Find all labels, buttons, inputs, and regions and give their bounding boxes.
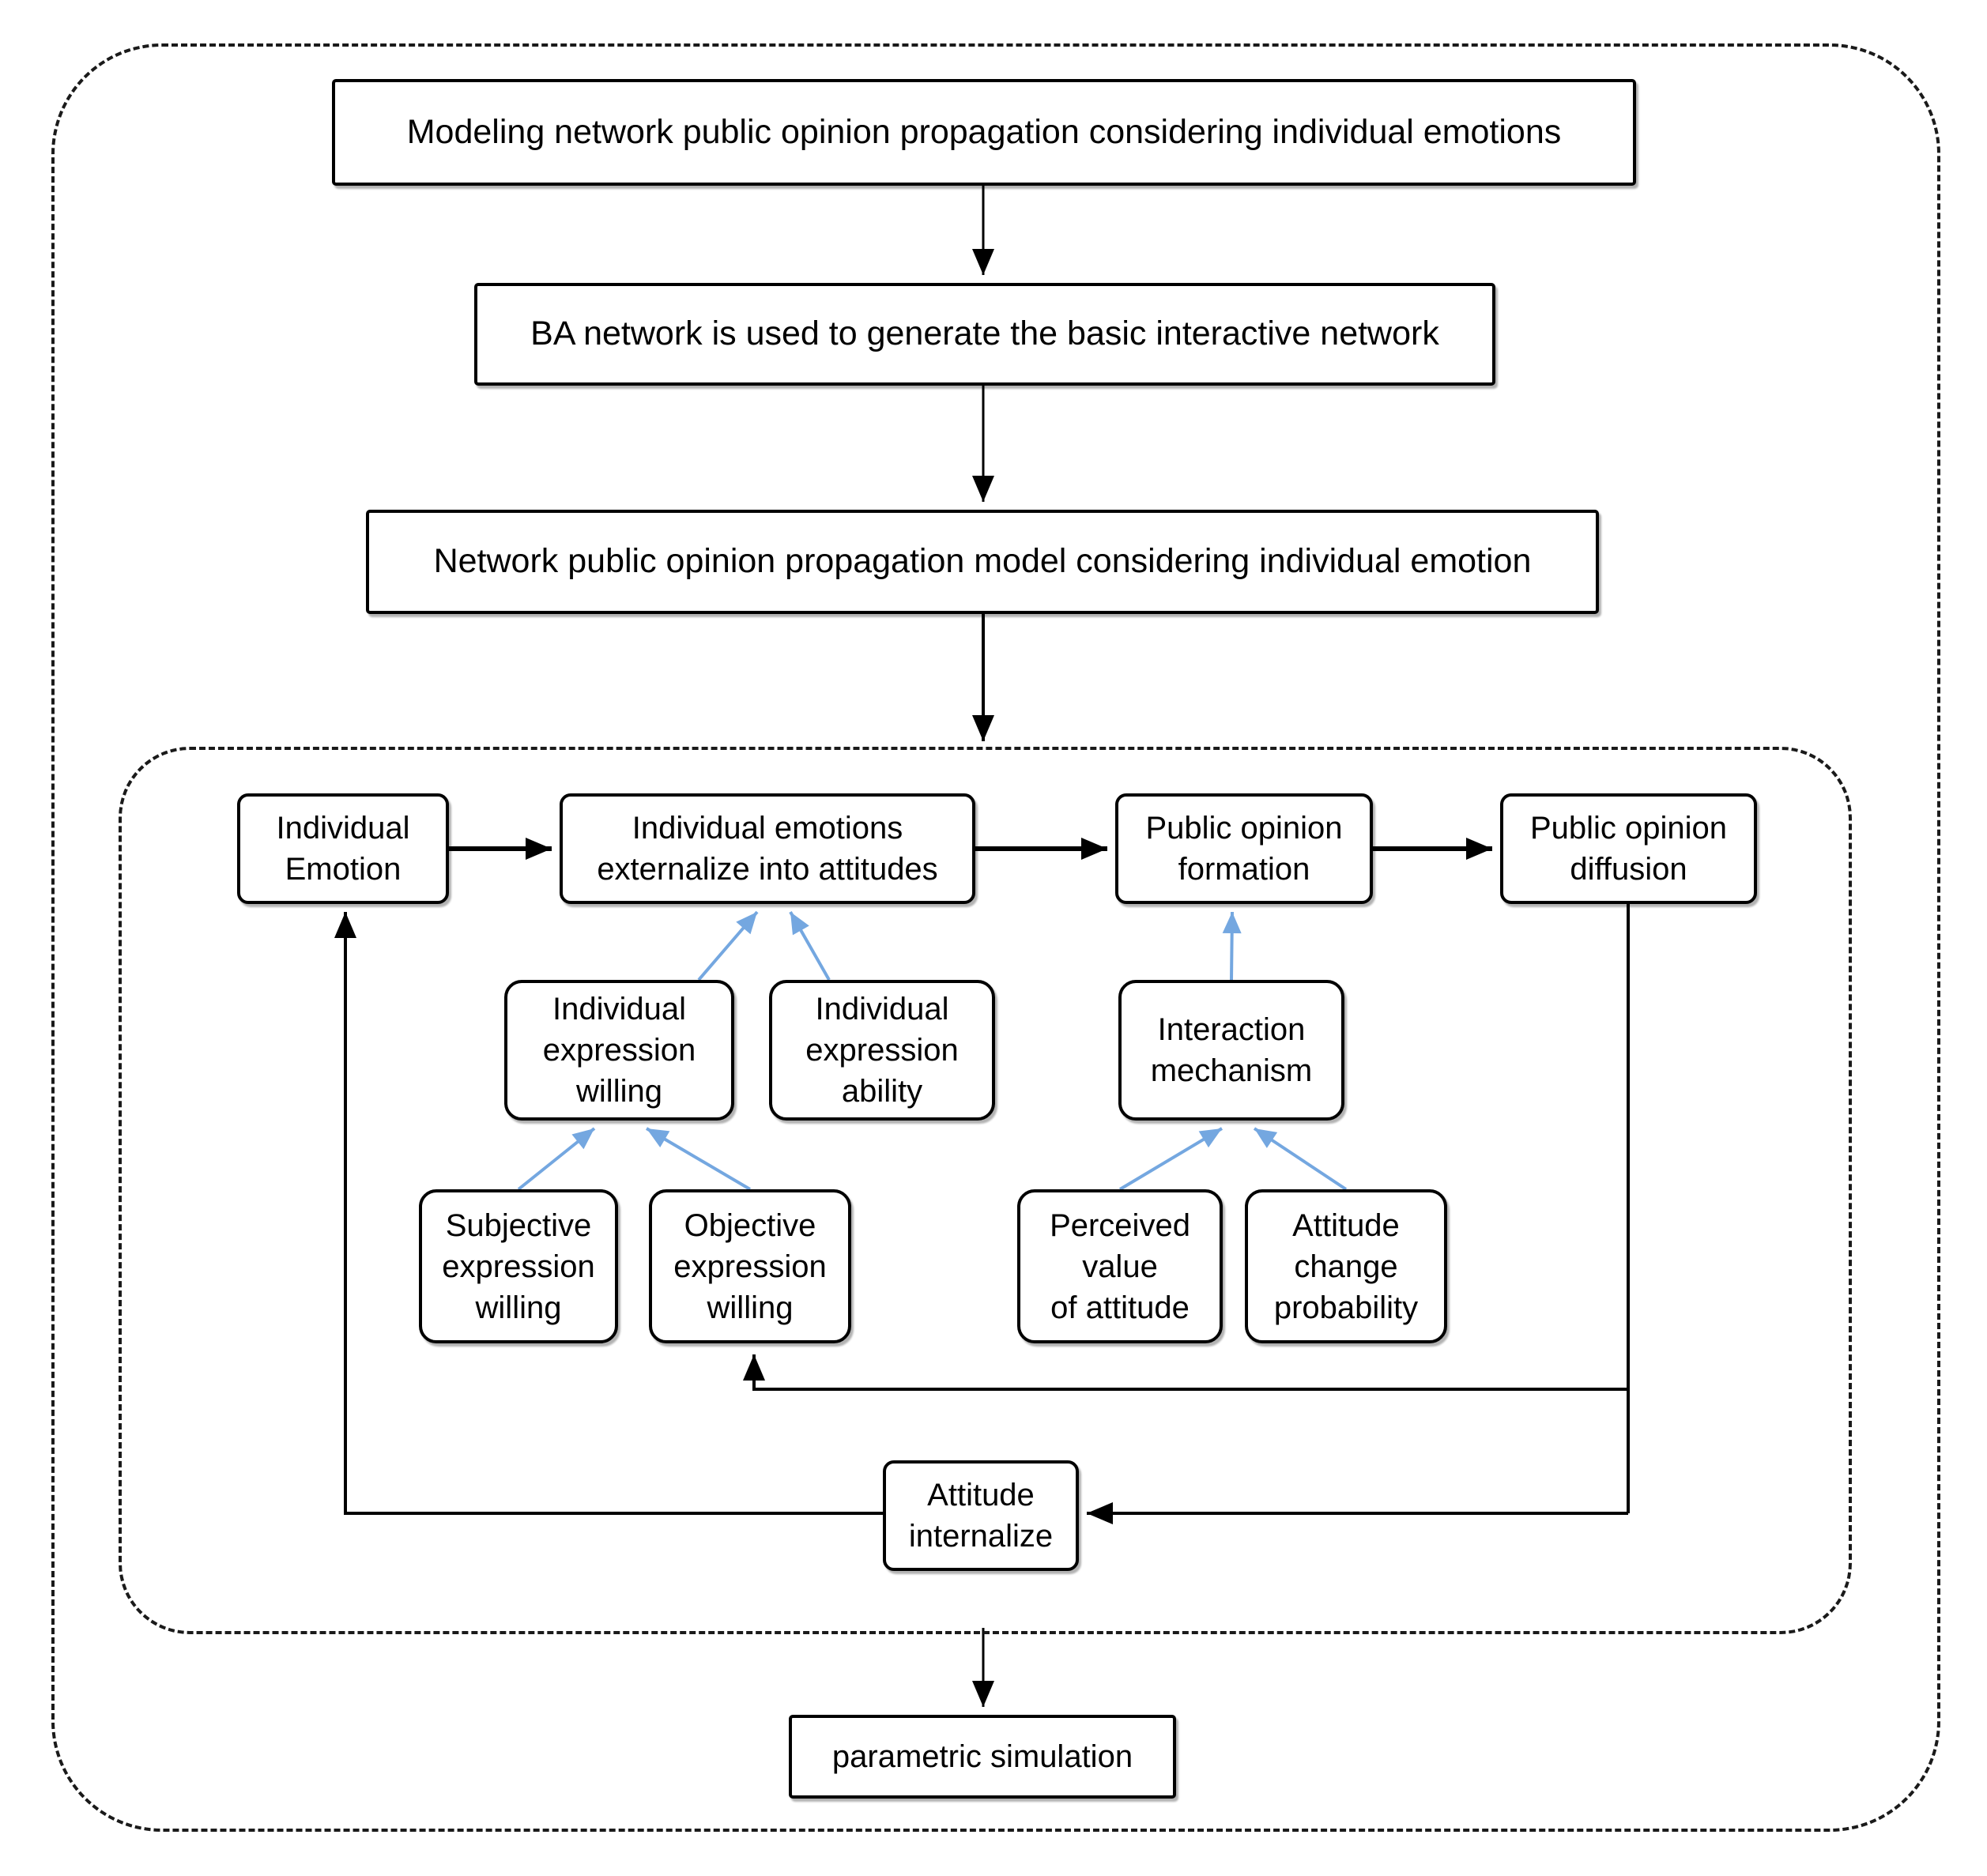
- node-objective-willing: Objective expression willing: [649, 1189, 851, 1343]
- node-opinion-formation: Public opinion formation: [1115, 793, 1373, 904]
- node-parametric-simulation: parametric simulation: [789, 1715, 1176, 1799]
- blue-arrow-perceived-to-interaction: [1118, 1127, 1223, 1191]
- blue-arrow-attchange-to-interaction: [1253, 1127, 1348, 1191]
- inner-model-container: [119, 747, 1852, 1634]
- blue-arrow-objective-to-willing: [645, 1127, 752, 1191]
- node-expression-willing: Individual expression willing: [504, 980, 734, 1121]
- node-expression-ability: Individual expression ability: [769, 980, 995, 1121]
- node-propagation-model: Network public opinion propagation model…: [366, 510, 1599, 614]
- node-opinion-diffusion: Public opinion diffusion: [1500, 793, 1757, 904]
- blue-arrow-ability-to-externalize: [789, 911, 831, 981]
- node-attitude-change-probability: Attitude change probability: [1245, 1189, 1447, 1343]
- feedback-internalize-to-emotion: [334, 912, 883, 1515]
- node-emotions-externalize: Individual emotions externalize into att…: [560, 793, 975, 904]
- node-interaction-mechanism: Interaction mechanism: [1118, 980, 1344, 1121]
- node-subjective-willing: Subjective expression willing: [419, 1189, 618, 1343]
- blue-arrow-interaction-to-formation: [1222, 911, 1242, 981]
- feedback-to-objective-willing: [743, 1354, 1628, 1391]
- node-attitude-internalize: Attitude internalize: [883, 1460, 1079, 1571]
- node-individual-emotion: Individual Emotion: [237, 793, 449, 904]
- node-perceived-value: Perceived value of attitude: [1017, 1189, 1223, 1343]
- node-modeling: Modeling network public opinion propagat…: [332, 79, 1636, 186]
- blue-arrow-willing-to-externalize: [697, 910, 759, 981]
- blue-arrow-subjective-to-willing: [517, 1127, 596, 1191]
- node-ba-network: BA network is used to generate the basic…: [474, 283, 1495, 386]
- outer-dashed-container: [51, 43, 1940, 1832]
